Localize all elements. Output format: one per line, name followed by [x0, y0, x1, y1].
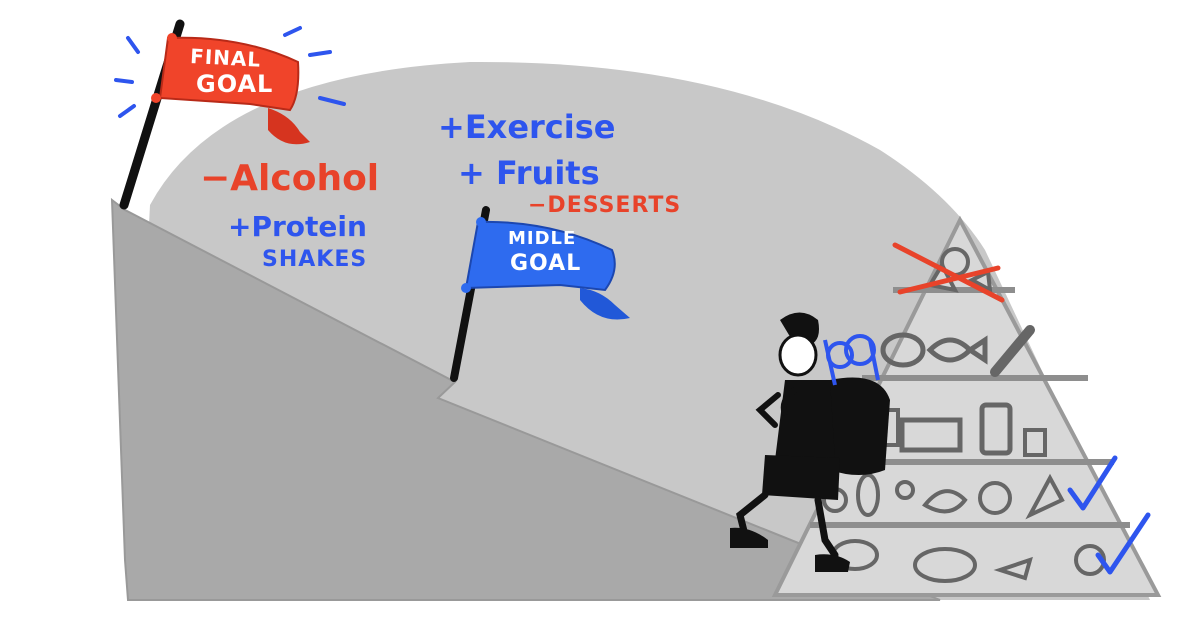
final-flag-label-line2: GOAL	[196, 70, 273, 98]
plus-exercise-note: +Exercise	[438, 108, 615, 146]
middle-flag-icon	[450, 206, 630, 382]
hiker-figure	[730, 312, 890, 572]
minus-desserts-note: −DESSERTS	[528, 193, 681, 218]
excitement-marks	[114, 26, 346, 118]
backpack-icon	[823, 334, 890, 475]
cross-out-icon	[892, 242, 1005, 303]
minus-alcohol-note: −Alcohol	[200, 158, 379, 199]
foreground-slope	[110, 197, 941, 601]
final-flag-icon	[119, 19, 310, 210]
middle-flag-label-line1: MIDLE	[508, 228, 576, 249]
plus-protein-note-line2: SHAKES	[262, 247, 367, 272]
final-flag-label-line1: FINAL	[190, 44, 262, 72]
plus-fruits-note: + Fruits	[458, 154, 600, 192]
plus-protein-note-line1: +Protein	[228, 210, 367, 243]
checkmark-icon	[1067, 455, 1151, 575]
middle-flag-label-line2: GOAL	[510, 251, 581, 276]
